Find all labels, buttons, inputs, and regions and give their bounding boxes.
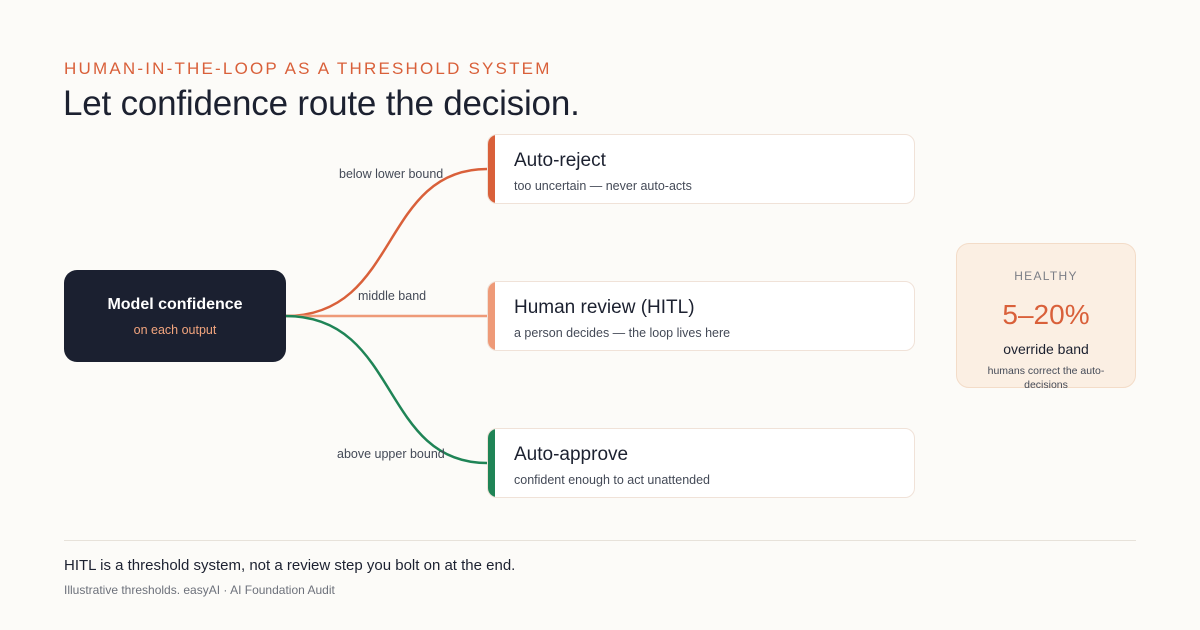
node-auto-approve: Auto-approve confident enough to act una…: [487, 428, 915, 498]
source-title: Model confidence: [107, 295, 243, 313]
stat-label: HEALTHY: [1014, 269, 1078, 283]
node-title: Human review (HITL): [514, 297, 695, 318]
source-subtitle: on each output: [133, 322, 217, 337]
node-subtitle: a person decides — the loop lives here: [514, 326, 731, 340]
node-subtitle: confident enough to act unattended: [514, 473, 710, 487]
node-auto-reject: Auto-reject too uncertain — never auto-a…: [487, 134, 915, 204]
node-accent-bar: [488, 282, 495, 350]
node-accent-bar: [488, 429, 495, 497]
headline: Let confidence route the decision.: [63, 84, 580, 123]
edge-label-review: middle band: [358, 289, 427, 303]
node-title: Auto-reject: [514, 150, 606, 171]
node-subtitle: too uncertain — never auto-acts: [514, 179, 692, 193]
eyebrow: HUMAN-IN-THE-LOOP AS A THRESHOLD SYSTEM: [64, 59, 552, 78]
footnote: Illustrative thresholds. easyAI · AI Fou…: [64, 583, 335, 597]
source-node-model-confidence: Model confidence on each output: [64, 270, 286, 362]
stat-name: override band: [1003, 341, 1089, 357]
node-title: Auto-approve: [514, 444, 629, 465]
node-accent-bar: [488, 135, 495, 203]
stat-value: 5–20%: [1002, 299, 1090, 330]
node-human-review: Human review (HITL) a person decides — t…: [487, 281, 915, 351]
edge-label-approve: above upper bound: [337, 447, 445, 461]
edge-line-approve: [285, 314, 488, 465]
stat-card-override-band: HEALTHY 5–20% override band humans corre…: [956, 243, 1136, 391]
edge-label-reject: below lower bound: [339, 167, 444, 181]
edge-line-reject: [285, 167, 488, 318]
divider: [64, 540, 1136, 541]
takeaway: HITL is a threshold system, not a review…: [64, 557, 516, 574]
stat-description: humans correct the auto-decisions: [987, 365, 1105, 391]
